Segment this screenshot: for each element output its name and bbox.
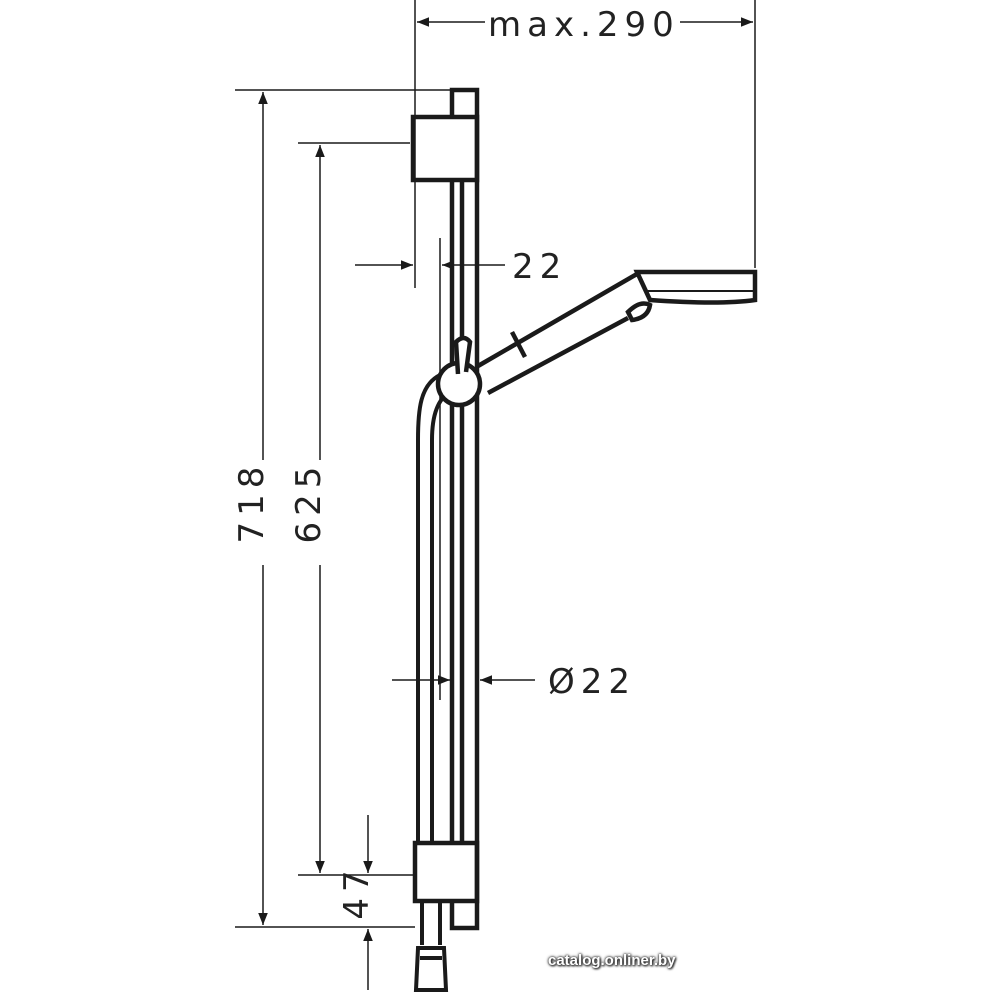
shower-rail (449, 87, 480, 931)
label-max-width: max.290 (488, 5, 680, 45)
watermark: catalog.onliner.by (548, 952, 676, 969)
dimension-718 (235, 89, 460, 928)
label-22: 22 (512, 247, 567, 287)
label-diameter-22: Ø22 (548, 662, 636, 702)
label-625: 625 (289, 461, 329, 544)
handshower-holder (435, 335, 483, 408)
bottom-wall-bracket (412, 840, 480, 904)
label-47: 47 (337, 864, 377, 919)
top-wall-bracket (410, 114, 480, 183)
label-718: 718 (232, 461, 272, 544)
dimension-625 (298, 142, 415, 876)
shower-hose (413, 373, 452, 992)
hand-shower (476, 269, 758, 395)
